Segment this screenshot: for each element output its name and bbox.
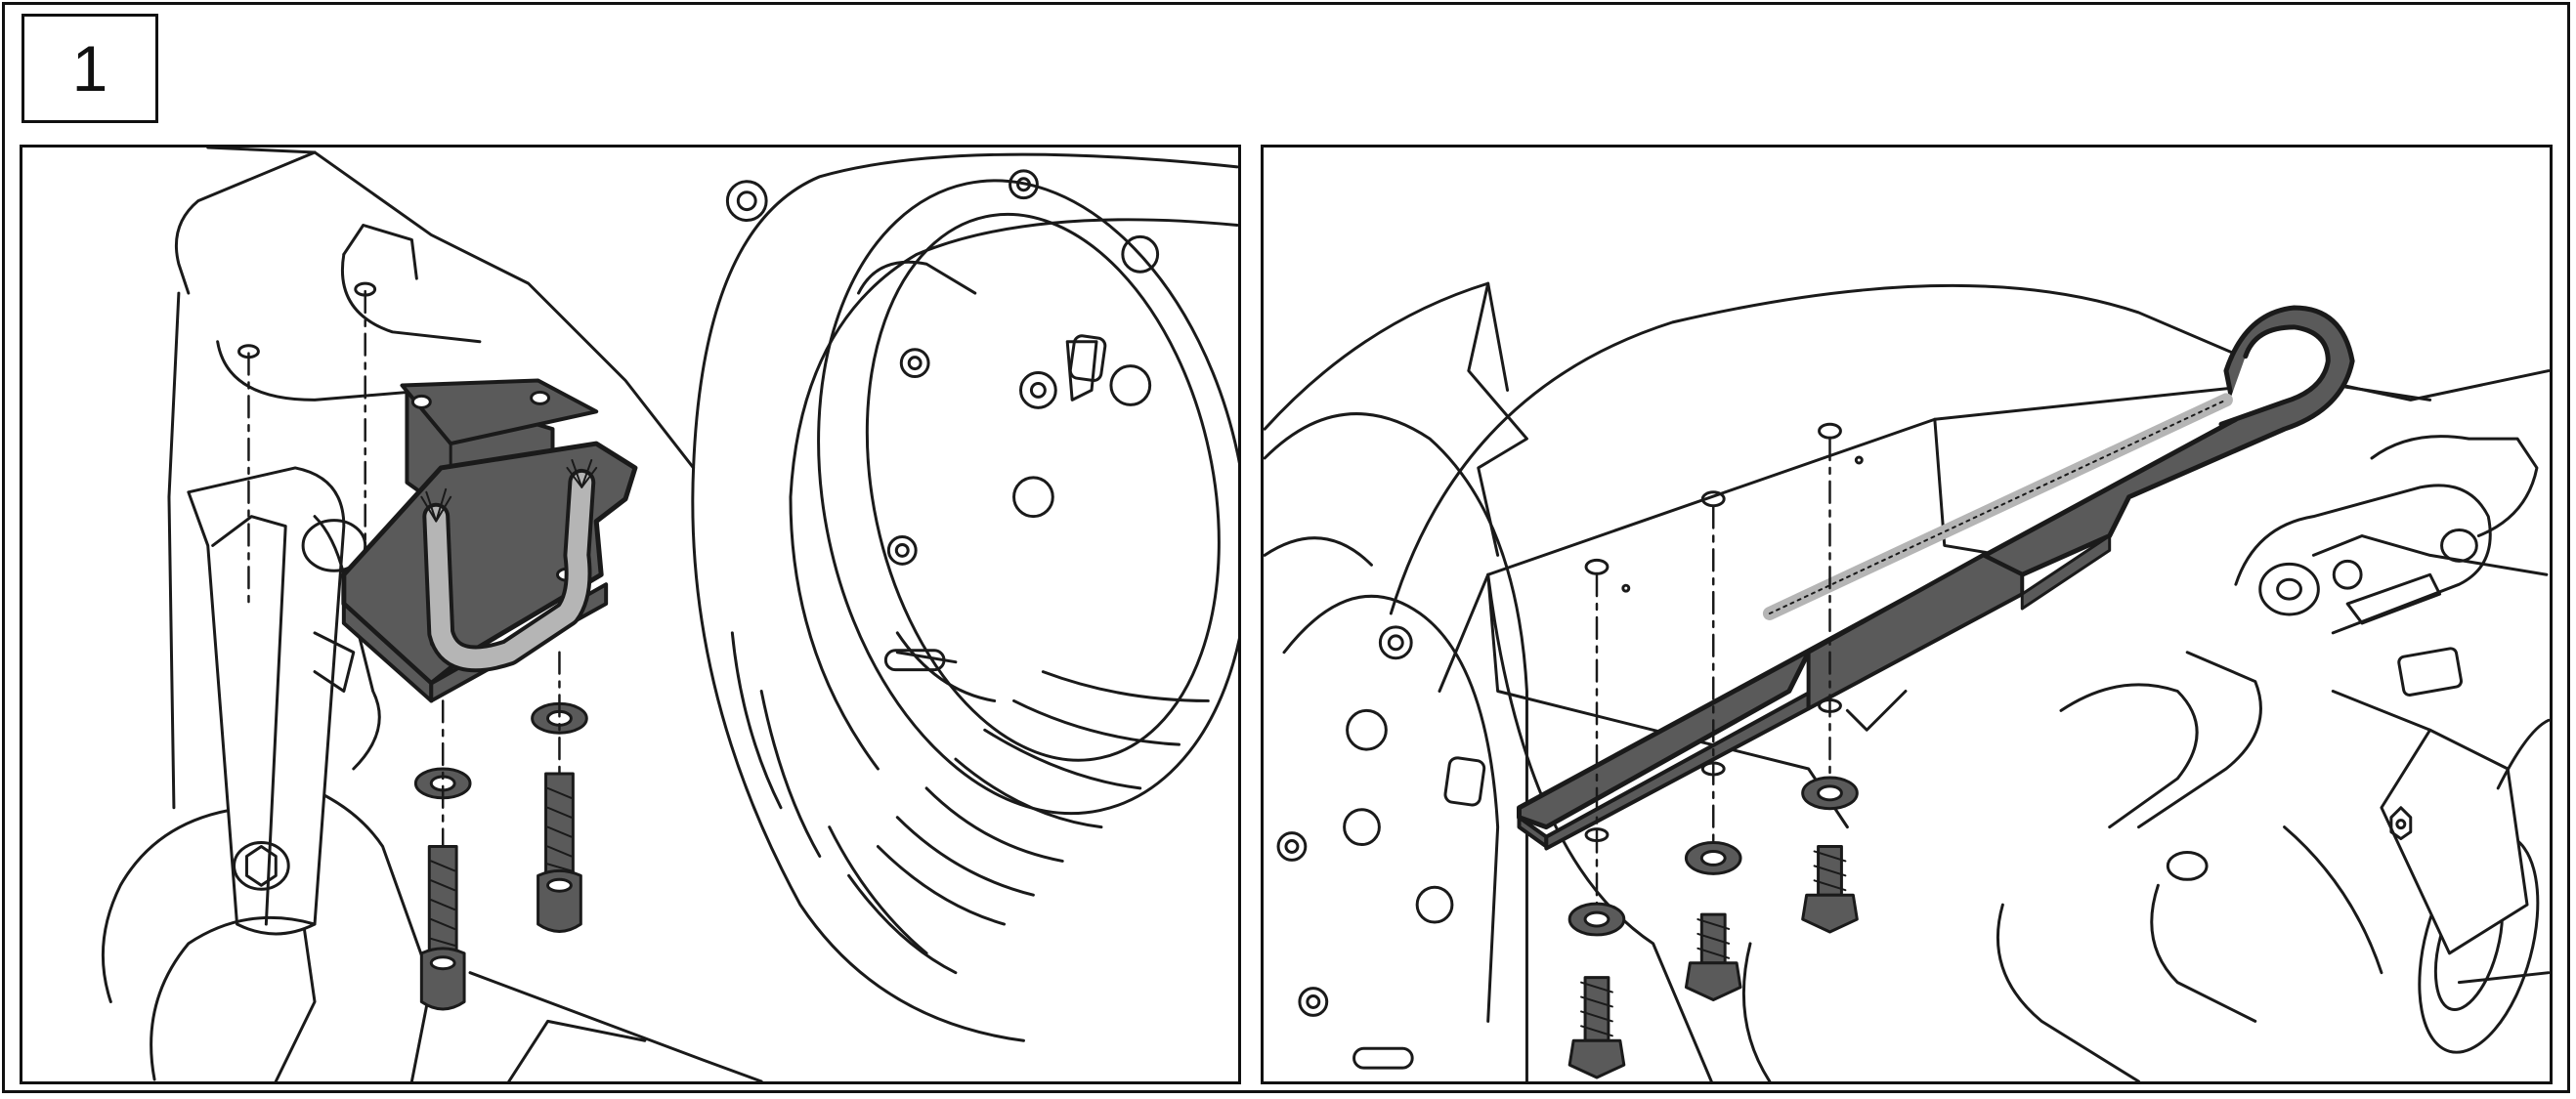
wheel-slots — [730, 631, 1210, 975]
chassis-holes — [1584, 422, 1864, 593]
wheel — [691, 152, 1238, 1042]
right-assembly-drawing — [1264, 281, 2550, 1081]
assembly-axis-lines — [1595, 437, 1831, 907]
caster-assembly — [2234, 435, 2550, 1054]
chassis-bolt — [725, 180, 768, 223]
hub-bolts — [886, 169, 1160, 566]
u-bolt-part — [420, 458, 598, 673]
tow-bracket-part — [1517, 305, 2355, 851]
hex-bolt-left — [1567, 976, 1626, 1079]
socket-bolt-left — [419, 845, 466, 1011]
right-illustration-panel — [1261, 145, 2553, 1084]
washer-right — [1801, 776, 1859, 811]
washer-middle — [1684, 841, 1742, 875]
side-arm — [150, 466, 381, 1081]
chassis-holes — [237, 281, 377, 359]
step-number-box: 1 — [21, 14, 158, 123]
socket-bolt-right — [537, 772, 582, 933]
hex-bolt-right — [1801, 845, 1859, 934]
left-illustration-panel — [20, 145, 1241, 1084]
assembly-axis-lines — [247, 289, 366, 606]
washer-left — [1567, 902, 1626, 937]
left-assembly-drawing — [101, 148, 1238, 1081]
hex-bolt-middle — [1684, 912, 1742, 1002]
chassis-outline — [1264, 281, 2550, 1081]
wheel — [1264, 412, 1528, 1081]
step-number: 1 — [71, 32, 108, 105]
axis-lines-lower — [441, 651, 561, 887]
